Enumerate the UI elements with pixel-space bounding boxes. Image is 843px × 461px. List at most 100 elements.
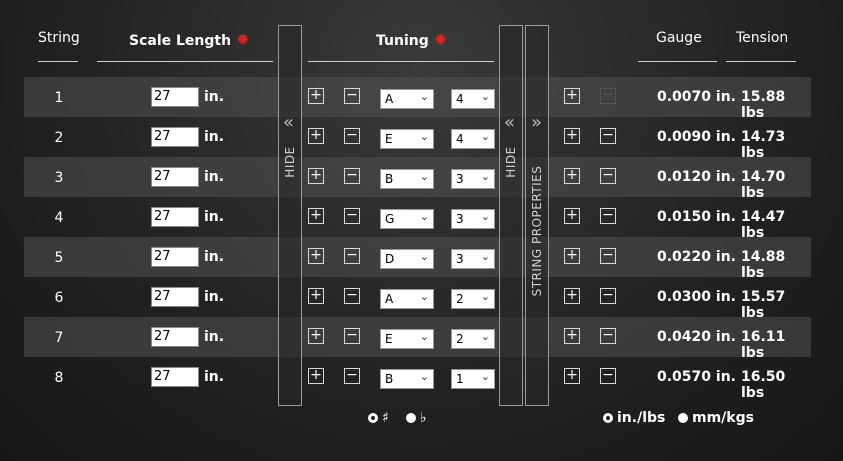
scale-length-input[interactable]: 27: [151, 367, 199, 387]
gauge-plus-button[interactable]: +: [564, 168, 580, 184]
gauge-minus-button[interactable]: −: [600, 168, 616, 184]
string-properties-label: STRING PROPERTIES: [530, 165, 544, 297]
octave-select[interactable]: 1⌄: [451, 369, 495, 389]
gear-icon[interactable]: ✹: [433, 30, 448, 49]
gauge-minus-button[interactable]: −: [600, 88, 616, 104]
octave-select[interactable]: 3⌄: [451, 169, 495, 189]
tuning-minus-button[interactable]: −: [344, 128, 360, 144]
note-select[interactable]: G⌄: [380, 209, 434, 229]
gauge-value: 0.0420 in.: [657, 329, 736, 345]
octave-select[interactable]: 4⌄: [451, 129, 495, 149]
chevron-down-icon: ⌄: [419, 210, 429, 223]
tuning-plus-button[interactable]: +: [308, 248, 324, 264]
chevron-down-icon: ⌄: [419, 250, 429, 263]
tuning-minus-button[interactable]: −: [344, 328, 360, 344]
note-select[interactable]: E⌄: [380, 129, 434, 149]
chevron-down-icon: ⌄: [480, 170, 490, 183]
gear-icon[interactable]: ✹: [236, 30, 250, 49]
tuning-minus-button[interactable]: −: [344, 168, 360, 184]
string-number: 5: [54, 250, 64, 266]
octave-select-value: 2: [456, 332, 464, 346]
tuning-plus-button[interactable]: +: [308, 328, 324, 344]
chevron-down-icon: ⌄: [480, 210, 490, 223]
scale-length-unit: in.: [204, 89, 225, 105]
tuning-plus-button[interactable]: +: [308, 208, 324, 224]
octave-select-value: 4: [456, 92, 464, 106]
hide-scale-panel[interactable]: « HIDE: [278, 25, 302, 406]
octave-select[interactable]: 3⌄: [451, 249, 495, 269]
gauge-plus-button[interactable]: +: [564, 248, 580, 264]
gauge-plus-button[interactable]: +: [564, 128, 580, 144]
gauge-plus-button[interactable]: +: [564, 88, 580, 104]
tuning-plus-button[interactable]: +: [308, 128, 324, 144]
gauge-plus-button[interactable]: +: [564, 368, 580, 384]
header-string-underline: [38, 61, 78, 62]
radio-sharp[interactable]: ♯: [368, 410, 389, 426]
gauge-plus-button[interactable]: +: [564, 328, 580, 344]
header-tuning-label: Tuning: [376, 33, 429, 49]
scale-length-unit: in.: [204, 369, 225, 385]
gauge-minus-button[interactable]: −: [600, 288, 616, 304]
octave-select[interactable]: 2⌄: [451, 329, 495, 349]
gauge-minus-button[interactable]: −: [600, 128, 616, 144]
gauge-minus-button[interactable]: −: [600, 248, 616, 264]
octave-select[interactable]: 4⌄: [451, 89, 495, 109]
radio-flat[interactable]: ♭: [406, 410, 427, 426]
gauge-minus-button[interactable]: −: [600, 368, 616, 384]
tuning-minus-button[interactable]: −: [344, 208, 360, 224]
scale-length-input[interactable]: 27: [151, 207, 199, 227]
octave-select[interactable]: 3⌄: [451, 209, 495, 229]
scale-length-input[interactable]: 27: [151, 327, 199, 347]
radio-mm-kgs-dot: [678, 413, 688, 423]
tension-value: 16.50 lbs: [741, 369, 786, 401]
tuning-plus-button[interactable]: +: [308, 88, 324, 104]
string-number: 7: [54, 330, 64, 346]
scale-length-input[interactable]: 27: [151, 127, 199, 147]
gauge-plus-button[interactable]: +: [564, 208, 580, 224]
scale-length-input[interactable]: 27: [151, 87, 199, 107]
scale-length-input[interactable]: 27: [151, 247, 199, 267]
chevron-down-icon: ⌄: [480, 330, 490, 343]
radio-flat-dot: [406, 413, 416, 423]
scale-length-unit: in.: [204, 329, 225, 345]
tuning-minus-button[interactable]: −: [344, 88, 360, 104]
chevron-down-icon: ⌄: [419, 290, 429, 303]
gauge-minus-button[interactable]: −: [600, 208, 616, 224]
octave-select-value: 1: [456, 372, 464, 386]
note-select[interactable]: A⌄: [380, 289, 434, 309]
note-select[interactable]: A⌄: [380, 89, 434, 109]
note-select[interactable]: D⌄: [380, 249, 434, 269]
gauge-plus-button[interactable]: +: [564, 288, 580, 304]
note-select[interactable]: B⌄: [380, 369, 434, 389]
chevron-down-icon: ⌄: [480, 130, 490, 143]
octave-select[interactable]: 2⌄: [451, 289, 495, 309]
gauge-value: 0.0300 in.: [657, 289, 736, 305]
radio-mm-kgs[interactable]: mm/kgs: [678, 410, 754, 426]
header-tension-underline: [726, 61, 796, 62]
tuning-plus-button[interactable]: +: [308, 288, 324, 304]
octave-select-value: 3: [456, 212, 464, 226]
note-select[interactable]: B⌄: [380, 169, 434, 189]
radio-flat-label: ♭: [420, 410, 427, 426]
gauge-value: 0.0220 in.: [657, 249, 736, 265]
hide-tuning-panel[interactable]: « HIDE: [499, 25, 523, 406]
tuning-plus-button[interactable]: +: [308, 168, 324, 184]
hide-scale-label: HIDE: [283, 146, 297, 179]
note-select[interactable]: E⌄: [380, 329, 434, 349]
header-gauge-underline: [638, 61, 717, 62]
radio-in-lbs[interactable]: in./lbs: [603, 410, 665, 426]
tuning-minus-button[interactable]: −: [344, 288, 360, 304]
scale-length-unit: in.: [204, 169, 225, 185]
chevron-down-icon: ⌄: [419, 170, 429, 183]
string-properties-panel[interactable]: » STRING PROPERTIES: [525, 25, 549, 406]
gauge-minus-button[interactable]: −: [600, 328, 616, 344]
tuning-minus-button[interactable]: −: [344, 368, 360, 384]
tuning-minus-button[interactable]: −: [344, 248, 360, 264]
scale-length-input[interactable]: 27: [151, 287, 199, 307]
tuning-plus-button[interactable]: +: [308, 368, 324, 384]
octave-select-value: 4: [456, 132, 464, 146]
scale-length-input[interactable]: 27: [151, 167, 199, 187]
